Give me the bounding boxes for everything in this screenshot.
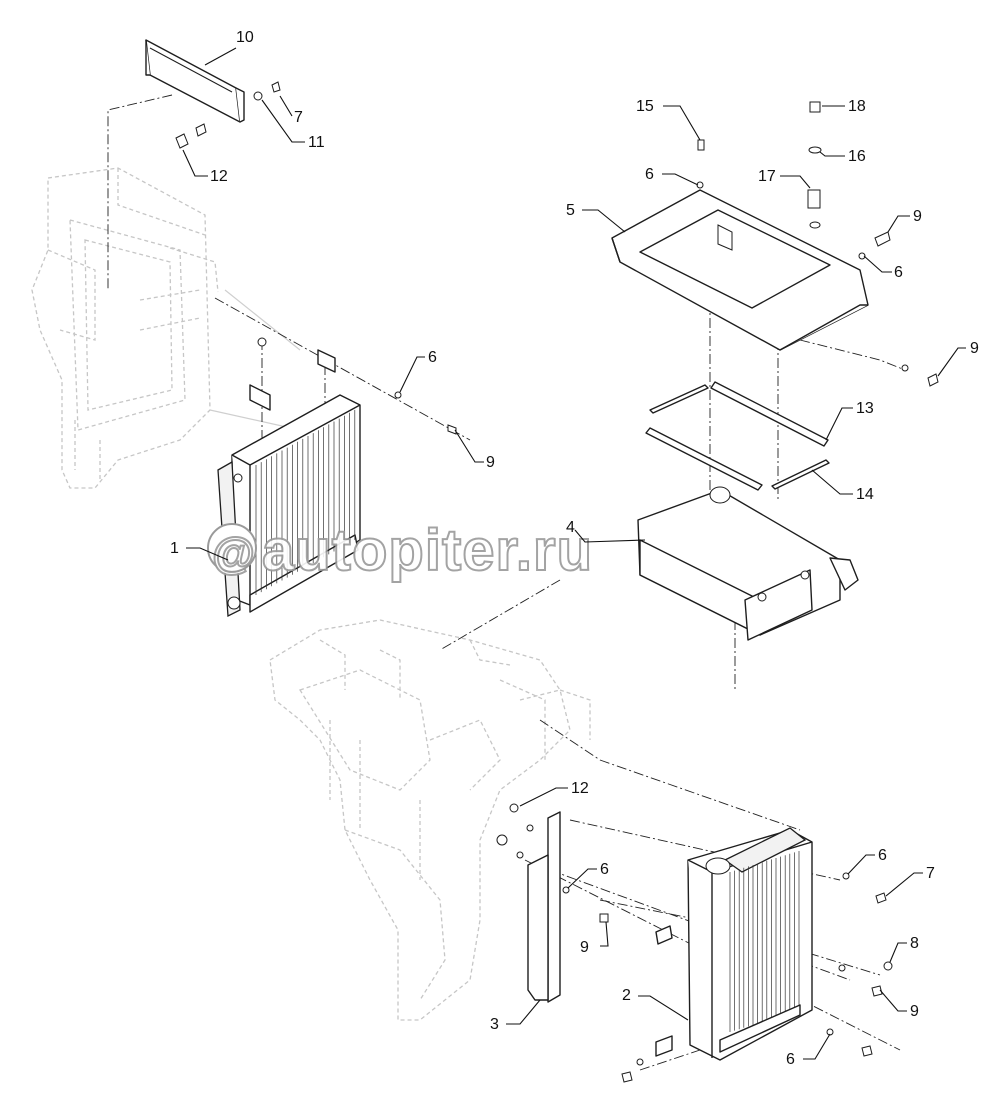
callout-leader-c6a [662,173,699,186]
callout-label-c6d: 6 [600,861,609,878]
callout-label-c9c: 9 [486,454,495,471]
part-3-side-bracket [496,803,609,1003]
svg-text:@: @ [212,529,256,578]
callout-label-c7a: 7 [294,109,303,126]
callout-leader-c6c [399,356,425,393]
part-7-11-12-hardware-top [175,81,281,149]
callout-label-c6f: 6 [786,1051,795,1068]
callout-leader-c2 [638,995,689,1021]
callout-leader-c6b [863,255,892,273]
callout-label-c4: 4 [566,519,575,536]
callout-label-c15: 15 [636,98,654,115]
callout-leader-c15 [663,105,701,141]
part-5-top-plate [611,189,869,351]
callout-leader-c11 [261,99,305,143]
callout-leader-c3 [506,999,541,1025]
callout-leader-c8 [889,942,907,963]
callout-label-c2: 2 [622,987,631,1004]
part-13-14-seal-strips [645,381,830,491]
callout-label-c14: 14 [856,486,874,503]
callout-label-c6c: 6 [428,349,437,366]
callout-label-c12b: 12 [571,780,589,797]
callout-label-c6a: 6 [645,166,654,183]
callout-leader-c9a [887,215,910,233]
callout-label-c6e: 6 [878,847,887,864]
callout-label-c1: 1 [170,540,179,557]
callout-leader-c13 [825,407,853,441]
callout-leader-c17 [780,175,811,189]
callout-leader-c9d [600,921,609,947]
callout-leader-c12a [182,149,208,177]
part-4-charge-air-cooler [637,486,859,641]
callout-label-c9d: 9 [580,939,589,956]
callout-leader-c9c [454,429,484,463]
callout-label-c8: 8 [910,935,919,952]
callout-leader-c6d [567,868,597,889]
callout-leader-c7b [885,872,923,897]
hardware-bottom-right [621,872,893,1083]
callout-leader-c6e [847,854,875,875]
ghost-frame-lower [269,619,591,1021]
watermark-text: autopiter.ru [262,518,593,583]
ghost-frame-upper [31,167,301,489]
callout-leader-c7a [279,95,293,117]
callout-leader-c1 [186,547,229,561]
part-2-radiator [655,827,813,1061]
callout-label-c11: 11 [308,134,325,151]
watermark: @ autopiter.ru [207,517,593,584]
hardware-top-right [696,101,939,387]
callout-leader-c9e [879,989,907,1012]
callout-label-c12a: 12 [210,168,228,185]
callout-leader-c12b [519,787,568,807]
callout-leader-c10 [204,47,237,66]
callout-label-c10: 10 [236,29,254,46]
callout-label-c3: 3 [490,1016,499,1033]
callout-label-c16: 16 [848,148,866,165]
callout-leader-c4 [574,529,646,543]
callout-leader-c5 [582,209,626,233]
callout-label-c17: 17 [758,168,776,185]
callout-leader-c9b [937,347,966,377]
callout-label-c7b: 7 [926,865,935,882]
part-10-shield-plate [145,39,245,123]
callout-label-c5: 5 [566,202,575,219]
callout-label-c9b: 9 [970,340,979,357]
callout-label-c13: 13 [856,400,874,417]
callout-label-c9e: 9 [910,1003,919,1020]
callout-leader-c6f [803,1033,831,1060]
callout-leader-c14 [811,469,853,495]
callout-label-c9a: 9 [913,208,922,225]
callout-label-c6b: 6 [894,264,903,281]
callout-label-c18: 18 [848,98,866,115]
callout-leader-c16 [819,151,845,157]
